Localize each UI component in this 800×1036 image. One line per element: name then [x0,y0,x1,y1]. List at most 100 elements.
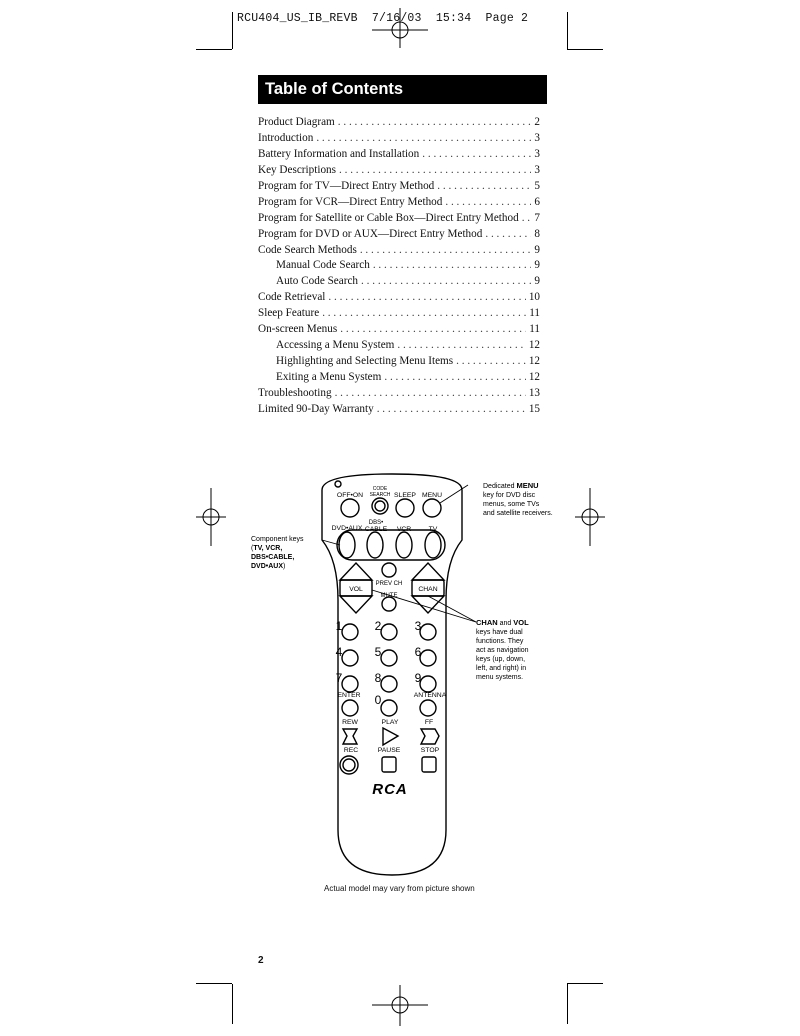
key-label-8: 8 [375,671,382,685]
key-label-cable: CABLE [365,526,388,533]
digit-6-button [419,649,437,667]
toc-entry-label: Program for Satellite or Cable Box—Direc… [258,211,519,224]
toc-entry-page: 6 [534,195,540,208]
toc-entry-label: Troubleshooting [258,386,332,399]
toc-entry-page: 3 [534,131,540,144]
pause-button [381,756,397,773]
table-of-contents: Product Diagram2Introduction3Battery Inf… [258,115,540,418]
key-label-rew: REW [342,719,358,726]
toc-entry-page: 9 [534,243,540,256]
toc-entry-page: 9 [534,275,540,288]
toc-entry: Code Search Methods9 [258,243,540,259]
toc-entry: Code Retrieval10 [258,290,540,306]
toc-entry-page: 11 [529,307,540,320]
toc-entry-label: Accessing a Menu System [276,339,395,352]
key-label-dvd-aux: DVD•AUX [332,525,363,532]
key-label-chan: CHAN [418,586,437,593]
toc-entry-page: 8 [534,227,540,240]
key-label-search: SEARCH [370,492,391,498]
key-label-4: 4 [336,645,343,659]
toc-entry-label: On-screen Menus [258,323,338,336]
digit-2-button [380,623,398,641]
key-label-vcr: VCR [397,526,411,533]
toc-entry-page: 12 [528,355,540,368]
toc-entry: Key Descriptions3 [258,163,540,179]
digit-7-button [341,675,359,693]
toc-entry-label: Auto Code Search [276,275,359,288]
key-label-stop: STOP [421,747,440,754]
toc-entry: Accessing a Menu System 12 [258,338,540,354]
toc-entry-label: Program for DVD or AUX—Direct Entry Meth… [258,227,483,240]
dbs-cable-button [366,531,384,559]
callout-menu-line1: Dedicated MENU [483,481,539,490]
toc-entry-page: 15 [528,402,540,415]
toc-entry: Troubleshooting13 [258,386,540,402]
digit-5-button [380,649,398,667]
callout-comp-line3: DBS•CABLE, [251,554,294,561]
toc-entry-label: Key Descriptions [258,163,336,176]
toc-entry-page: 5 [534,179,540,192]
tv-button [424,531,442,559]
toc-entry-page: 2 [534,116,540,128]
digit-4-button [341,649,359,667]
stop-button [421,756,437,773]
callout-menu-line2: key for DVD disc [483,492,536,499]
antenna-button [419,699,437,717]
toc-entry-page: 12 [528,339,540,352]
sleep-button [395,498,415,518]
toc-entry-label: Introduction [258,131,314,144]
callout-lines [321,484,477,623]
figure-caption: Actual model may vary from picture shown [324,884,475,893]
key-label-3: 3 [415,619,422,633]
key-label-5: 5 [375,645,382,659]
toc-entry-label: Program for VCR—Direct Entry Method [258,195,443,208]
digit-9-button [419,675,437,693]
off-on-button [340,498,360,518]
play-button [382,726,400,747]
toc-entry-label: Program for TV—Direct Entry Method [258,179,435,192]
key-label-vol: VOL [349,586,363,593]
toc-entry: On-screen Menus 11 [258,322,540,338]
toc-entry-label: Battery Information and Installation [258,147,420,160]
digit-0-button [380,699,398,717]
key-label-mute: MUTE [381,593,398,599]
key-label-sleep: SLEEP [394,492,416,499]
callout-chan-line1: CHAN and VOL [476,618,529,627]
menu-button [422,498,442,518]
key-label-2: 2 [375,619,382,633]
toc-entry-page: 12 [528,371,540,383]
callout-comp-line4: DVD•AUX) [251,563,285,570]
key-label-play: PLAY [382,719,399,726]
remote-body [321,473,463,876]
key-label-9: 9 [415,671,422,685]
key-label-1: 1 [336,619,343,633]
toc-entry: Sleep Feature11 [258,306,540,322]
code-search-button [371,497,389,515]
slug-line: RCU404_US_IB_REVB 7/16/03 15:34 Page 2 [237,12,529,25]
callout-chan-line4: act as navigation [476,647,529,654]
ff-button [419,728,440,745]
toc-entry: Auto Code Search 9 [258,274,540,290]
toc-entry: Exiting a Menu System12 [258,370,540,386]
toc-entry: Program for Satellite or Cable Box—Direc… [258,211,540,227]
key-label-pause: PAUSE [378,747,401,754]
toc-entry-page: 11 [529,323,540,336]
key-label-rec: REC [344,747,358,754]
toc-entry: Program for VCR—Direct Entry Method 6 [258,195,540,211]
callout-chan-line7: menu systems. [476,674,523,681]
toc-entry-page: 9 [534,259,540,272]
toc-entry: Program for TV—Direct Entry Method 5 [258,179,540,195]
key-label-off-on: OFF•ON [337,492,363,499]
toc-entry-page: 3 [534,147,540,160]
callout-chan-line5: keys (up, down, [476,656,525,663]
key-label-ff: FF [425,719,433,726]
key-label-antenna: ANTENNA [414,692,447,699]
key-label-prev-ch: PREV CH [376,581,403,587]
callout-chan-line6: left, and right) in [476,665,526,672]
key-label-enter: ENTER [337,692,360,699]
key-label-dbs: DBS• [369,520,383,526]
key-label-6: 6 [415,645,422,659]
digit-8-button [380,675,398,693]
